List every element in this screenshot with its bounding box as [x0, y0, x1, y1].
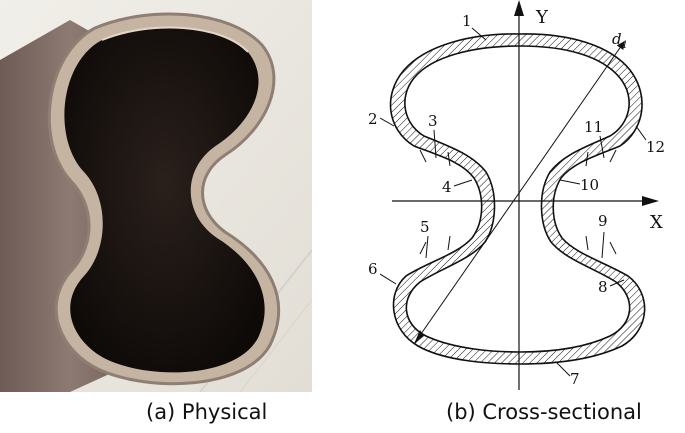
- dimension-label-subscript: 1: [622, 40, 628, 51]
- leader-line: [453, 179, 473, 187]
- leader-line: [425, 235, 429, 259]
- caption-cross-sectional: (b) Cross-sectional: [446, 400, 642, 424]
- leader-line: [601, 231, 605, 259]
- y-axis-label: Y: [535, 7, 549, 28]
- point-label: 6: [368, 260, 378, 278]
- y-axis-arrow: [514, 0, 524, 16]
- tube-interior: [64, 27, 265, 373]
- tube-wall-hatched: [389, 33, 646, 365]
- point-labels: 1 2 3 4 5 6 7 8 9 10 11 12: [368, 12, 665, 388]
- point-label: 8: [598, 278, 608, 296]
- leader-line: [379, 273, 397, 285]
- x-axis-arrow: [642, 196, 659, 206]
- section-ticks: [419, 149, 617, 255]
- leader-line: [471, 27, 487, 41]
- section-tick: [419, 149, 427, 163]
- floor-tile-line: [239, 299, 312, 392]
- cross-section-diagram: Y X d1 1 2 3 4 5 6 7 8: [348, 0, 685, 392]
- section-tick: [447, 151, 451, 167]
- leader-line: [379, 117, 395, 127]
- point-label: 1: [462, 12, 472, 30]
- leader-line: [609, 279, 625, 287]
- section-tick: [447, 235, 451, 251]
- point-label: 9: [598, 212, 608, 230]
- section-tick: [585, 151, 589, 167]
- section-tick: [585, 235, 589, 251]
- tube-photo-illustration: [0, 0, 312, 392]
- dimension-line-d1: [413, 41, 625, 345]
- dimension-label: d1: [612, 30, 628, 51]
- leader-line: [635, 125, 647, 141]
- point-label: 4: [442, 178, 452, 196]
- rim-highlight: [101, 26, 249, 53]
- point-label: 5: [420, 218, 430, 236]
- point-label: 11: [584, 118, 603, 136]
- point-label: 2: [368, 110, 378, 128]
- leader-line: [599, 135, 605, 159]
- physical-photo: [0, 0, 312, 392]
- leader-line: [433, 129, 437, 159]
- leader-line: [555, 361, 571, 377]
- section-tick: [609, 149, 617, 163]
- caption-physical: (a) Physical: [146, 400, 268, 424]
- section-tick: [609, 241, 617, 255]
- point-label: 7: [570, 370, 580, 388]
- x-axis-label: X: [650, 212, 663, 233]
- dimension-label-main: d: [612, 30, 622, 48]
- point-label: 10: [580, 176, 599, 194]
- point-label: 3: [428, 112, 438, 130]
- leader-line: [559, 179, 581, 185]
- section-tick: [419, 241, 427, 255]
- cross-section-svg: Y X d1 1 2 3 4 5 6 7 8: [368, 0, 665, 390]
- dimension-arrow-start: [414, 330, 424, 344]
- point-label: 12: [646, 138, 665, 156]
